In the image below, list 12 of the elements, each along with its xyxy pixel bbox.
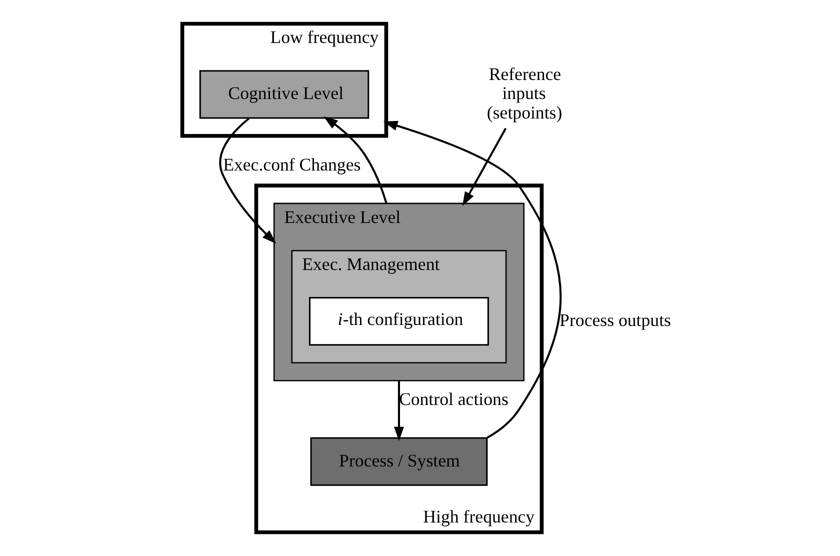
edge-label: Exec.conf Changes bbox=[223, 154, 361, 175]
arrow bbox=[383, 120, 562, 439]
node-text: Reference inputs (setpoints) bbox=[486, 64, 562, 122]
arrow bbox=[219, 118, 276, 244]
arrow bbox=[394, 380, 404, 442]
arrow bbox=[462, 128, 507, 206]
node-box: i-th configuration bbox=[308, 297, 489, 346]
arrow bbox=[323, 116, 388, 204]
edge-label: Process outputs bbox=[560, 310, 671, 330]
node-box: Cognitive Level bbox=[199, 70, 370, 119]
edge-label: Control actions bbox=[398, 389, 508, 410]
node-box: Process / System bbox=[310, 437, 488, 486]
